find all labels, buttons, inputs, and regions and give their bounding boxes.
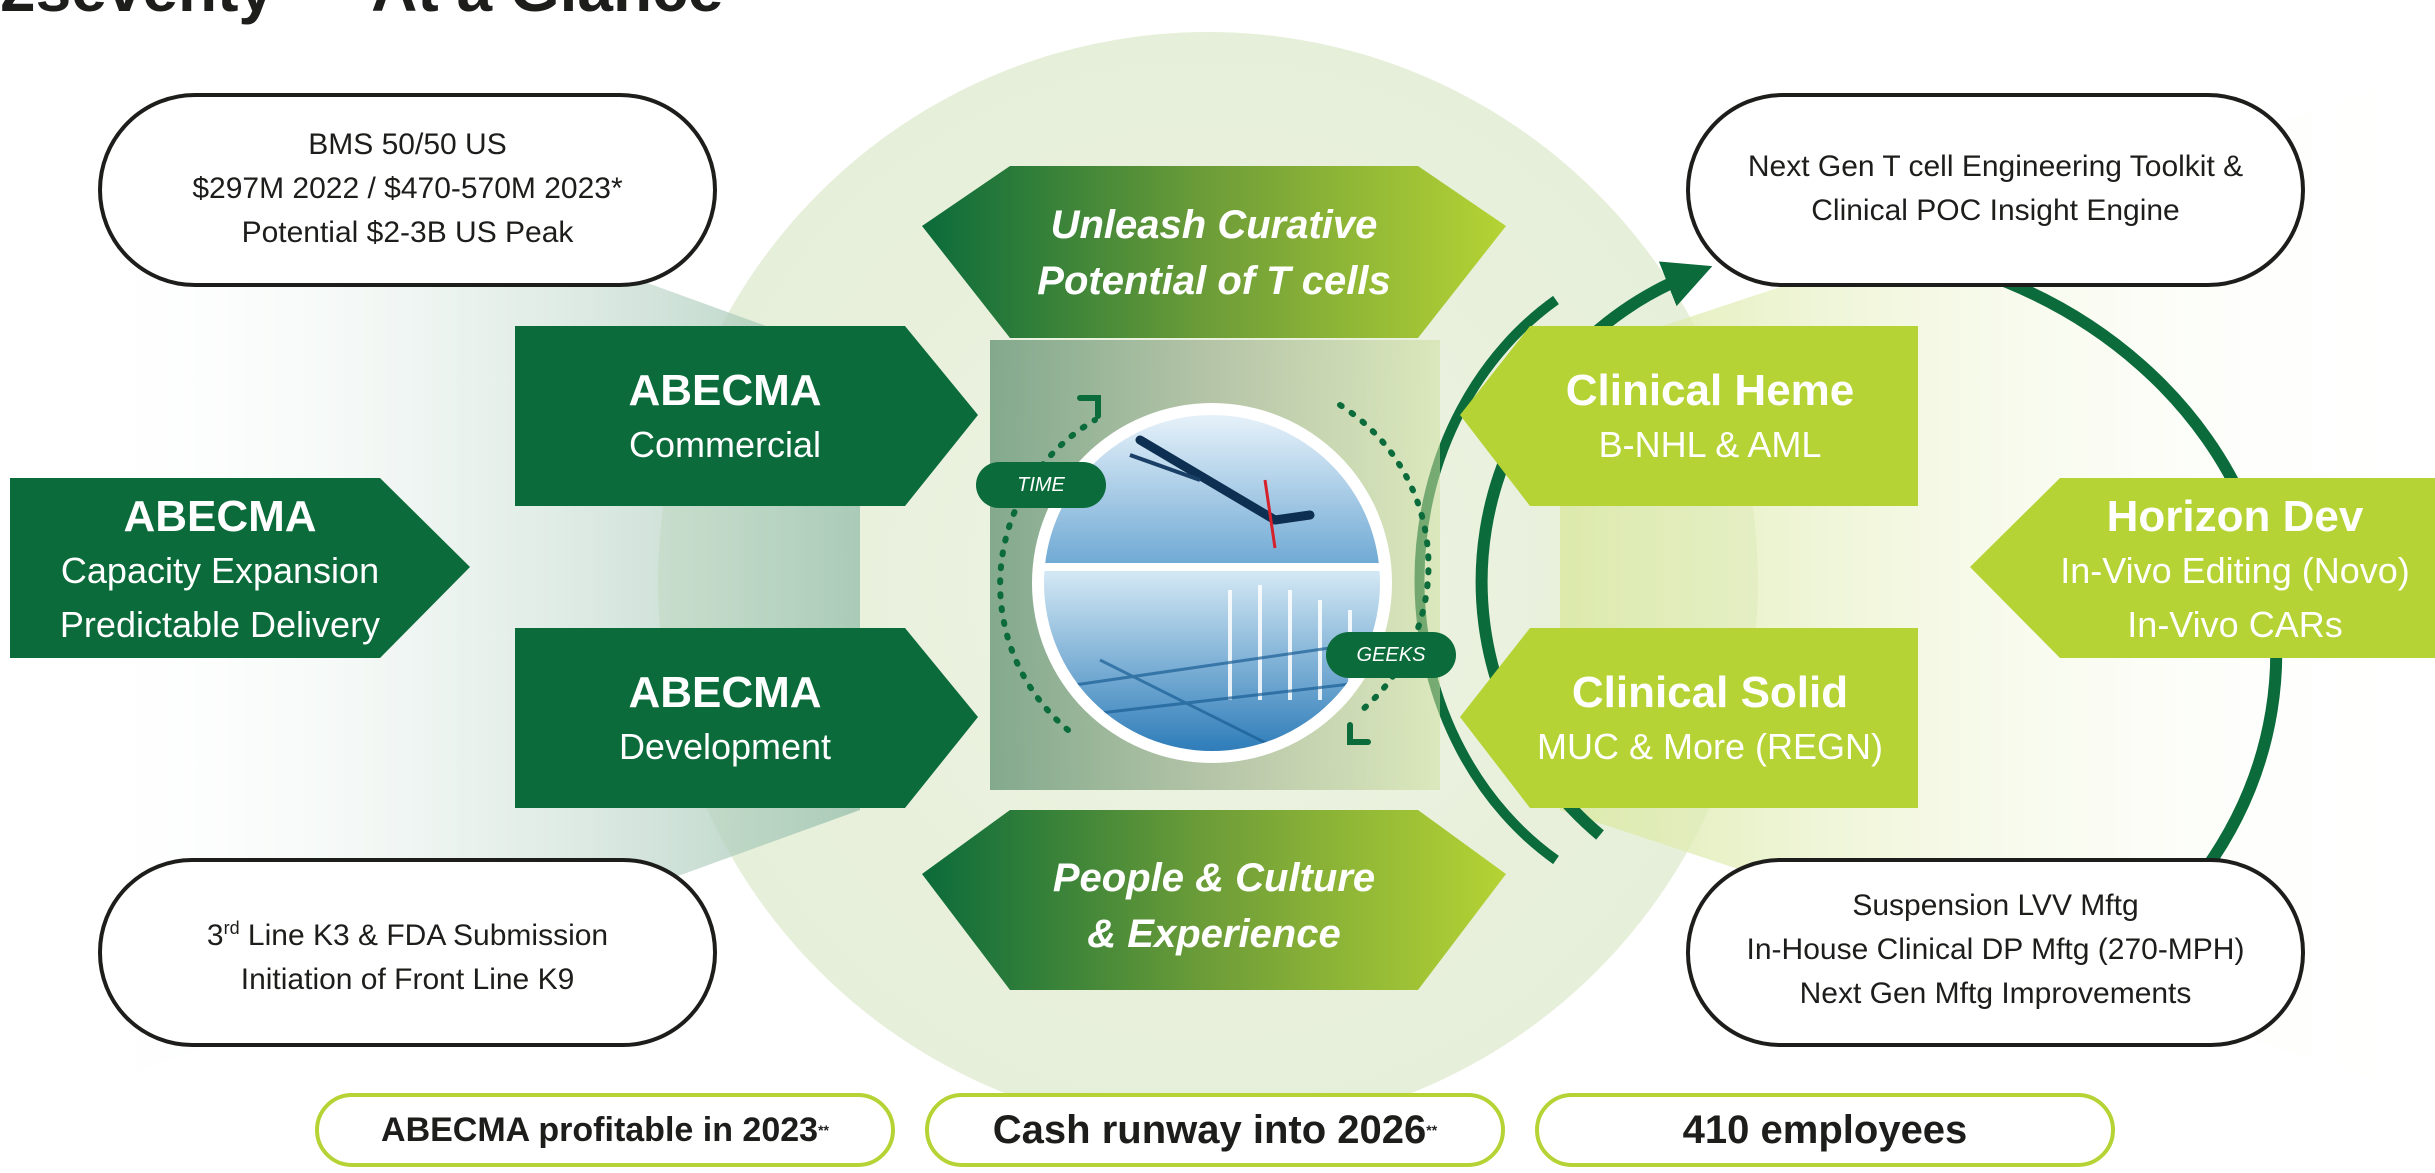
abecma-profitable-box: ABECMA profitable in 2023** xyxy=(315,1093,895,1167)
clinical-solid-arrow xyxy=(1460,628,1918,808)
pill-line: 3rd Line K3 & FDA Submission xyxy=(100,906,715,958)
abecma-development-sub: Development xyxy=(618,726,832,767)
clinical-solid-sub: MUC & More (REGN) xyxy=(1536,726,1883,767)
pill-line: $297M 2022 / $470-570M 2023* xyxy=(192,172,623,205)
geeks-tag-shape xyxy=(1326,632,1456,678)
time-tag: TIME xyxy=(1017,474,1065,496)
cash-runway-box: Cash runway into 2026** xyxy=(925,1093,1505,1167)
right-bottom-pill-text: Suspension LVV Mftg In-House Clinical DP… xyxy=(1688,884,2303,1016)
time-arrowhead xyxy=(1077,395,1101,419)
footnote-marker: ** xyxy=(818,1122,829,1138)
pill-line: Potential $2-3B US Peak xyxy=(241,216,574,249)
pill-line-number: 3 xyxy=(206,919,224,952)
employees-text: 410 employees xyxy=(1682,1107,1968,1152)
clinical-heme-text: Clinical Heme B-NHL & AML xyxy=(1510,364,1910,472)
bottom-hexagon xyxy=(922,810,1506,990)
abecma-profitable-text: ABECMA profitable in 2023 xyxy=(381,1110,819,1149)
left-top-pill xyxy=(98,93,717,287)
abecma-capacity-line2: Predictable Delivery xyxy=(59,604,381,645)
horizon-dev-text: Horizon Dev In-Vivo Editing (Novo) In-Vi… xyxy=(2035,490,2435,652)
hex-line: People & Culture xyxy=(1052,856,1376,900)
bottom-hexagon-text: People & Culture & Experience xyxy=(922,850,1506,962)
top-hexagon xyxy=(922,166,1506,338)
pill-line: Next Gen T cell Engineering Toolkit & xyxy=(1747,150,2244,183)
abecma-development-title: ABECMA xyxy=(628,668,822,717)
horizon-dev-title: Horizon Dev xyxy=(2106,492,2364,541)
pill-line: Initiation of Front Line K9 xyxy=(240,963,575,996)
hex-line: Unleash Curative xyxy=(1050,203,1378,247)
right-top-pill xyxy=(1686,93,2305,287)
clinical-heme-title: Clinical Heme xyxy=(1565,366,1855,415)
right-top-pill-text: Next Gen T cell Engineering Toolkit & Cl… xyxy=(1688,145,2303,233)
pill-line-rest: Line K3 & FDA Submission xyxy=(239,919,609,952)
horizon-dev-arrow xyxy=(1970,478,2435,658)
top-hexagon-text: Unleash Curative Potential of T cells xyxy=(922,197,1506,309)
geeks-tag: GEEKS xyxy=(1356,644,1426,666)
clinical-solid-title: Clinical Solid xyxy=(1571,668,1849,717)
clinical-solid-text: Clinical Solid MUC & More (REGN) xyxy=(1510,666,1910,774)
abecma-commercial-arrow xyxy=(515,326,978,506)
cash-runway-text: Cash runway into 2026 xyxy=(992,1107,1427,1152)
hex-line: & Experience xyxy=(1087,912,1341,956)
horizon-dev-line1: In-Vivo Editing (Novo) xyxy=(2060,550,2410,591)
clinical-heme-sub: B-NHL & AML xyxy=(1598,424,1822,465)
abecma-development-text: ABECMA Development xyxy=(515,666,935,774)
abecma-commercial-text: ABECMA Commercial xyxy=(515,364,935,472)
page-title: 2seventy — At a Glance xyxy=(0,0,723,26)
abecma-capacity-text: ABECMA Capacity Expansion Predictable De… xyxy=(10,490,430,652)
abecma-capacity-arrow xyxy=(10,478,470,658)
clinical-heme-arrow xyxy=(1460,326,1918,506)
abecma-capacity-title: ABECMA xyxy=(123,492,317,541)
pill-line: Clinical POC Insight Engine xyxy=(1811,194,2180,227)
pill-line: Suspension LVV Mftg xyxy=(1852,889,2139,922)
left-bottom-pill-text: 3rd Line K3 & FDA Submission Initiation … xyxy=(100,906,715,1002)
pill-line: BMS 50/50 US xyxy=(308,128,507,161)
horizon-dev-line2: In-Vivo CARs xyxy=(2127,604,2343,645)
left-bottom-pill xyxy=(98,858,717,1047)
abecma-development-arrow xyxy=(515,628,978,808)
abecma-capacity-line1: Capacity Expansion xyxy=(60,550,380,591)
pill-line-superscript: rd xyxy=(223,918,240,938)
pill-line: In-House Clinical DP Mftg (270-MPH) xyxy=(1746,933,2245,966)
left-top-pill-text: BMS 50/50 US $297M 2022 / $470-570M 2023… xyxy=(100,123,715,255)
hex-line: Potential of T cells xyxy=(1037,259,1391,303)
abecma-commercial-sub: Commercial xyxy=(628,424,822,465)
footnote-marker: ** xyxy=(1426,1122,1438,1138)
employees-box: 410 employees xyxy=(1535,1093,2115,1167)
pill-line: Next Gen Mftg Improvements xyxy=(1799,977,2192,1010)
geeks-arrowhead xyxy=(1347,722,1371,745)
right-bottom-pill xyxy=(1686,858,2305,1047)
time-tag-shape xyxy=(976,462,1106,508)
abecma-commercial-title: ABECMA xyxy=(628,366,822,415)
time-dotted-arc xyxy=(997,417,1098,733)
